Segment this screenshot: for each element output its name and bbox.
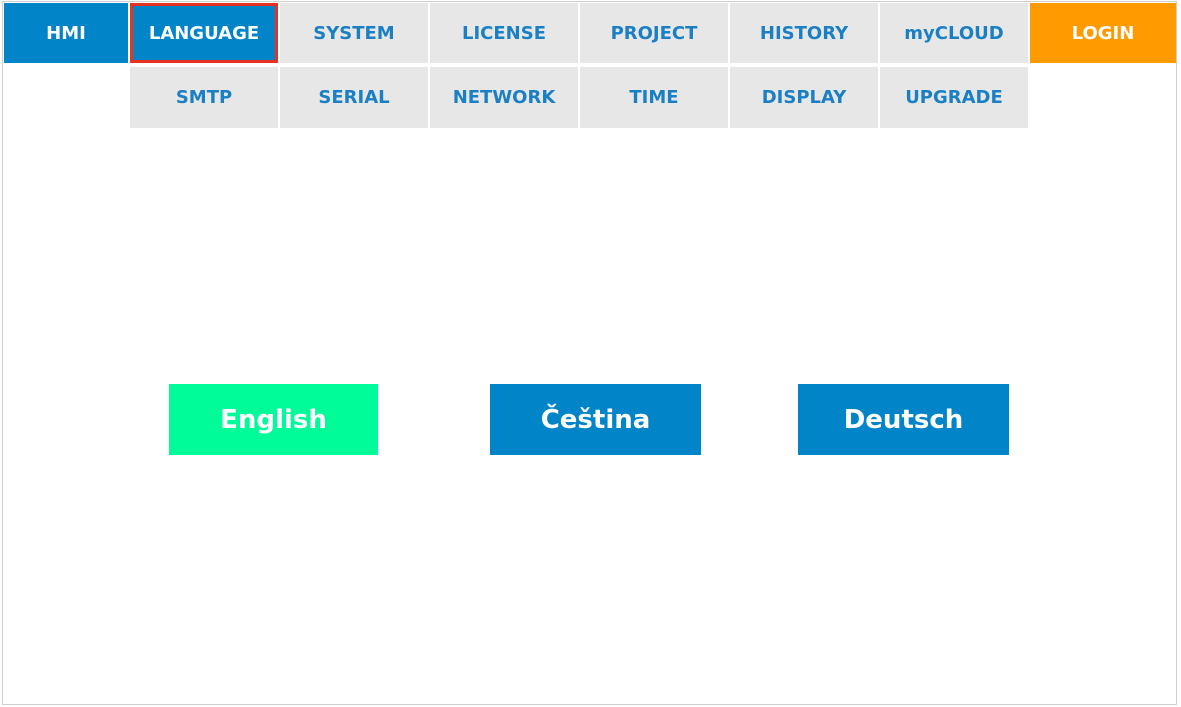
tab-history[interactable]: HISTORY [730, 3, 878, 63]
tab-smtp[interactable]: SMTP [130, 67, 278, 128]
login-button[interactable]: LOGIN [1030, 3, 1176, 63]
language-button-german[interactable]: Deutsch [798, 384, 1009, 455]
tab-upgrade[interactable]: UPGRADE [880, 67, 1028, 128]
tab-network[interactable]: NETWORK [430, 67, 578, 128]
tab-project[interactable]: PROJECT [580, 3, 728, 63]
tab-mycloud[interactable]: myCLOUD [880, 3, 1028, 63]
tab-language[interactable]: LANGUAGE [130, 3, 278, 63]
tab-serial[interactable]: SERIAL [280, 67, 428, 128]
tab-display[interactable]: DISPLAY [730, 67, 878, 128]
tab-hmi[interactable]: HMI [4, 3, 128, 63]
tab-license[interactable]: LICENSE [430, 3, 578, 63]
language-button-czech[interactable]: Čeština [490, 384, 701, 455]
tab-time[interactable]: TIME [580, 67, 728, 128]
language-button-english[interactable]: English [169, 384, 378, 455]
tab-system[interactable]: SYSTEM [280, 3, 428, 63]
